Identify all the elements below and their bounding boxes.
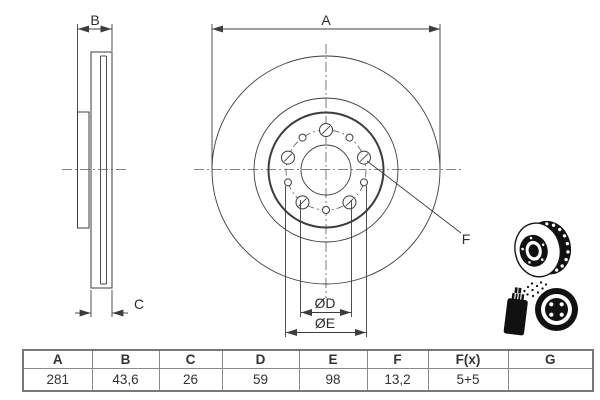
spray-can-icon (503, 287, 528, 336)
spray-dots (523, 281, 549, 298)
vented-brake-disc-icon (514, 220, 572, 278)
spec-value-c: 26 (158, 368, 223, 392)
brake-disc-technical-drawing: B C A (62, 12, 578, 337)
center-bore-circle (300, 144, 352, 196)
e-dimension: ØE (285, 186, 367, 337)
dim-label-a: A (321, 12, 331, 28)
dim-label-c: C (134, 296, 144, 312)
spec-col-header-g: G (507, 349, 594, 369)
spec-col-header-d: D (221, 349, 300, 369)
front-view: A (194, 12, 470, 337)
spec-col-header-c: C (158, 349, 223, 369)
spec-value-g (507, 368, 594, 392)
dim-label-b: B (90, 12, 99, 28)
spec-value-d: 59 (221, 368, 300, 392)
spec-col-header-f: F (366, 349, 429, 369)
f-leader: F (366, 160, 471, 247)
spec-value-f: 13,2 (366, 368, 429, 392)
friction-ring-outline (90, 51, 113, 289)
b-dimension: B (77, 12, 113, 112)
disc-outer-edge-circle (211, 55, 441, 285)
spec-table-value-row: 281 43,6 26 59 98 13,2 5+5 (22, 368, 594, 392)
dim-label-e: ØE (315, 315, 335, 331)
spec-col-header-e: E (298, 349, 368, 369)
spec-value-fx: 5+5 (427, 368, 509, 392)
hub-bolt-dots (521, 236, 545, 264)
friction-surface-inner-circle (253, 97, 399, 243)
d-dimension: ØD (300, 200, 352, 317)
disc-bolt-dots (549, 302, 564, 317)
spec-table-header-row: A B C D E F F(x) G (22, 349, 594, 369)
c-dimension: C (75, 290, 144, 317)
spec-value-e: 98 (298, 368, 368, 392)
spec-value-a: 281 (22, 368, 93, 392)
a-dimension: A (211, 12, 441, 170)
small-holes (284, 133, 368, 214)
dim-label-d: ØD (315, 295, 336, 311)
spec-col-header-fx: F(x) (427, 349, 509, 369)
hat-section-outline (77, 111, 90, 229)
side-view-cross-section: B C (62, 12, 144, 317)
vent-channel-lines (100, 55, 107, 285)
spray-coated-brake-disc-icon (503, 281, 578, 336)
spec-col-header-a: A (22, 349, 93, 369)
spec-value-b: 43,6 (91, 368, 160, 392)
vent-dots (545, 222, 570, 272)
dim-label-f: F (462, 231, 471, 247)
hat-edge-circle (267, 111, 385, 229)
spec-col-header-b: B (91, 349, 160, 369)
spec-table: A B C D E F F(x) G 281 43,6 26 59 98 13,… (22, 349, 594, 392)
